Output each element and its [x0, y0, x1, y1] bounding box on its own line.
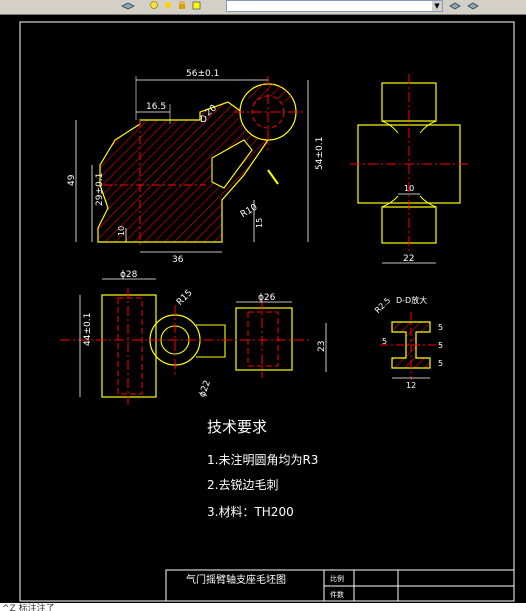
layers-icon[interactable]	[120, 0, 136, 11]
section-dim-5-right: 5	[438, 341, 443, 350]
plan-dim-r15: R15	[175, 288, 195, 308]
layer-dropdown[interactable]: ▼	[226, 0, 443, 12]
technical-requirements: 技术要求 1.未注明圆角均为R3 2.去锐边毛刺 3.材料：TH200	[207, 418, 318, 519]
plan-dim-23: 23	[317, 341, 327, 352]
plan-dim-44: 44±0.1	[83, 313, 93, 346]
command-line-text: ^Z 标注注了	[2, 604, 55, 611]
req-item-3: 3.材料：TH200	[207, 505, 294, 519]
cad-toolbar: ▼	[0, 0, 526, 15]
plan-dim-d22: ϕ22	[198, 379, 213, 399]
dim-10-left: 10	[117, 226, 126, 236]
section-title: D-D放大	[396, 295, 427, 305]
section-dim-5-left: 5	[382, 337, 387, 346]
section-dim-5-top: 5	[438, 323, 443, 332]
front-pin-slot	[267, 169, 279, 185]
plan-view: ϕ28 R15 44±0.1 ϕ22 ϕ26 23	[60, 270, 327, 405]
section-dim-r25: R2.5	[373, 296, 392, 315]
req-title: 技术要求	[207, 418, 267, 436]
plan-dim-d28: ϕ28	[120, 270, 138, 280]
bulb-icon[interactable]	[148, 0, 160, 11]
side-dim-22: 22	[403, 254, 414, 264]
dim-36: 36	[172, 255, 184, 265]
layer-previous-icon[interactable]	[466, 0, 480, 11]
dim-49: 49	[67, 174, 77, 186]
dim-29: 29±0.1	[95, 173, 105, 206]
dim-d-label: D	[200, 115, 207, 125]
req-item-1: 1.未注明圆角均为R3	[207, 452, 318, 467]
chevron-down-icon[interactable]: ▼	[432, 1, 442, 11]
dim-total-width: 56±0.1	[186, 69, 219, 79]
color-square-icon[interactable]	[190, 0, 202, 11]
dim-r10: R10	[239, 202, 260, 220]
drawing-canvas[interactable]: 56±0.1 16.5 20 D 49 29±0.1 10 36 R10 15 …	[0, 15, 526, 603]
title-block-scale: 比例	[330, 574, 344, 583]
dim-54: 54±0.1	[315, 137, 325, 170]
dim-16-5: 16.5	[146, 102, 166, 112]
section-dim-12: 12	[406, 381, 416, 390]
dim-15: 15	[255, 218, 264, 228]
req-item-2: 2.去锐边毛刺	[207, 478, 278, 492]
section-dd: D-D放大 R2.5 5 5 5 5 12	[373, 295, 443, 390]
front-view: 56±0.1 16.5 20 D 49 29±0.1 10 36 R10 15 …	[67, 69, 325, 265]
section-dim-5-bottom: 5	[438, 359, 443, 368]
front-slot	[211, 139, 253, 189]
lock-icon[interactable]	[176, 0, 188, 11]
front-boss-hatch	[244, 82, 292, 104]
title-block: 气门摇臂轴支座毛坯图 比例 件数	[165, 569, 515, 602]
title-block-name: 气门摇臂轴支座毛坯图	[186, 573, 286, 586]
sun-icon[interactable]	[162, 0, 174, 11]
side-dim-10: 10	[404, 184, 414, 193]
command-line[interactable]: ^Z 标注注了	[0, 603, 526, 611]
side-view: 10 22	[350, 74, 470, 264]
title-block-qty: 件数	[330, 590, 344, 599]
layer-manager-icon[interactable]	[448, 0, 462, 11]
plan-dim-d26: ϕ26	[258, 293, 276, 303]
